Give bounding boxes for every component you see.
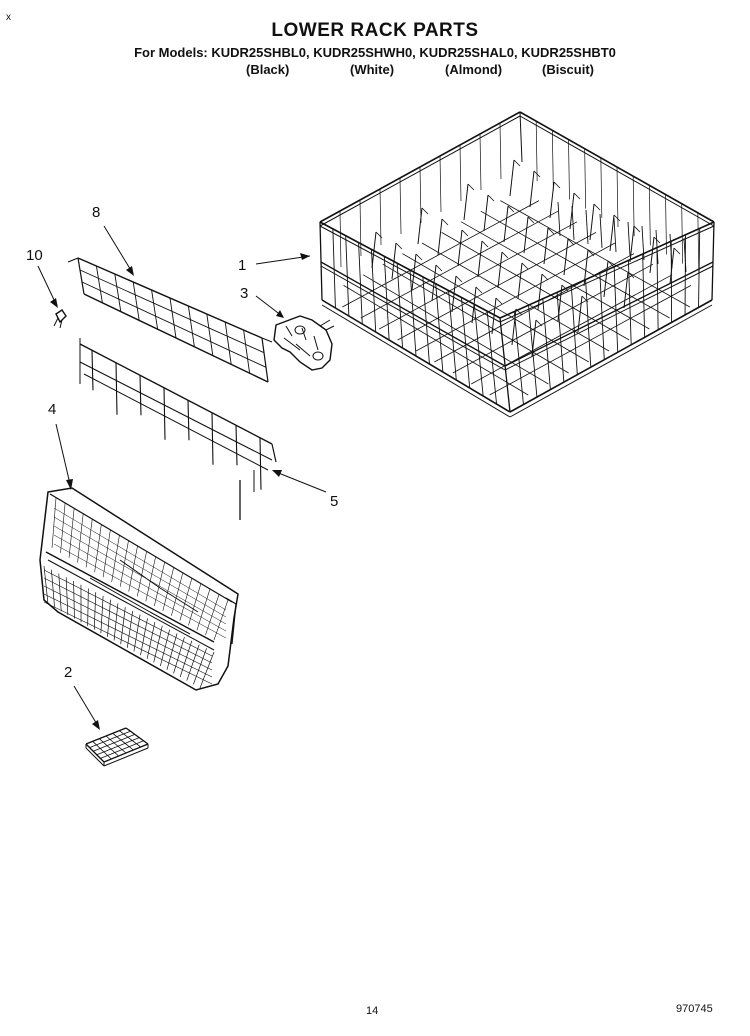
color-biscuit: (Biscuit) [542, 62, 594, 77]
leader-lines [37, 225, 327, 730]
callout-5: 5 [330, 493, 339, 510]
callout-2: 2 [64, 664, 73, 681]
callout-4: 4 [48, 401, 57, 418]
color-almond: (Almond) [445, 62, 503, 77]
page-title: LOWER RACK PARTS [271, 20, 479, 41]
tine-insert-part-8 [67, 257, 273, 383]
color-white: (White) [350, 62, 395, 77]
rack-clip-part-3 [273, 315, 335, 371]
leader-part-10 [37, 265, 57, 305]
callout-3: 3 [240, 285, 249, 302]
drawing-code: 970745 [676, 1003, 713, 1015]
arrowhead-part-3 [276, 310, 284, 318]
leader-part-8 [103, 225, 133, 273]
arrowhead-part-2 [92, 720, 100, 730]
arrowhead-part-4 [66, 479, 73, 490]
callout-8: 8 [92, 204, 101, 221]
leader-part-5 [275, 471, 327, 493]
clip-part-10 [53, 309, 67, 329]
leader-part-1 [255, 255, 311, 265]
silverware-basket-part-4 [39, 487, 239, 691]
arrowhead-part-5 [272, 470, 282, 477]
callout-1: 1 [238, 257, 247, 274]
arrowhead-part-1 [300, 253, 310, 260]
leader-part-2 [73, 685, 99, 727]
lower-rack-part-1 [319, 111, 715, 418]
corner-mark: x [6, 12, 11, 23]
arrowhead-part-8 [126, 266, 134, 276]
page-number: 14 [366, 1005, 379, 1017]
tine-row-part-5 [79, 338, 277, 520]
leader-part-4 [55, 423, 71, 485]
leader-part-3 [255, 295, 283, 317]
callout-10: 10 [26, 247, 43, 264]
arrowhead-part-10 [50, 298, 58, 308]
color-black: (Black) [246, 62, 290, 77]
model-list: For Models: KUDR25SHBL0, KUDR25SHWH0, KU… [134, 45, 616, 60]
basket-cover-part-2 [85, 727, 149, 767]
